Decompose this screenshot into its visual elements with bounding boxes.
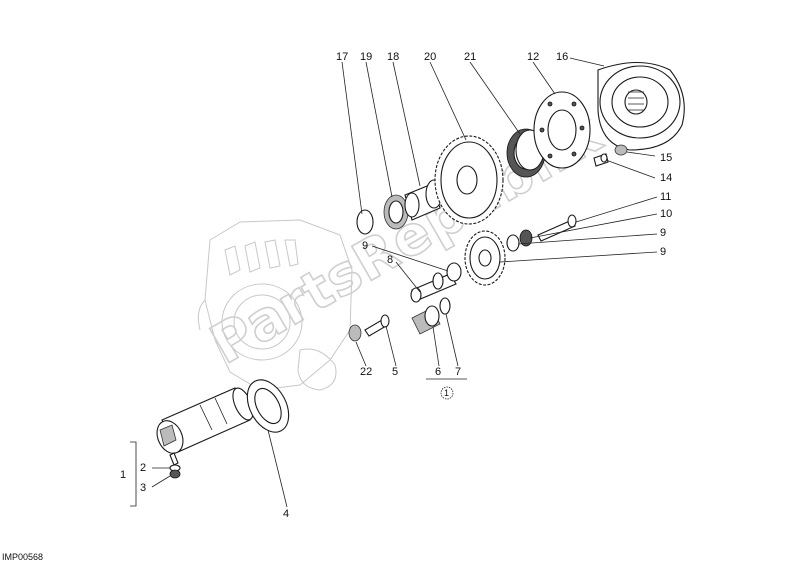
callout-5: 5 [392, 366, 398, 378]
needle-bearing [383, 194, 409, 230]
callout-18: 18 [387, 51, 399, 63]
washer-part [506, 234, 520, 252]
pin-part [593, 153, 609, 167]
callout-9-left: 9 [362, 240, 368, 252]
group-note-symbol: 1 [440, 386, 454, 400]
pinion-gear [411, 305, 441, 335]
callout-17: 17 [336, 51, 348, 63]
callout-19: 19 [360, 51, 372, 63]
idler-shaft [410, 272, 457, 303]
callout-labels: 17 19 18 20 21 12 16 15 14 11 10 9 9 9 8… [120, 51, 672, 520]
callout-8: 8 [387, 254, 393, 266]
starter-motor [156, 387, 254, 466]
washer-part [439, 297, 451, 315]
callout-22: 22 [360, 366, 372, 378]
callout-13: 12 [527, 51, 539, 63]
callout-11: 10 [660, 208, 672, 220]
bearing-part [348, 324, 362, 342]
callout-20: 20 [424, 51, 436, 63]
callout-7: 7 [455, 366, 461, 378]
screw-part [537, 214, 577, 242]
callout-12: 11 [660, 191, 671, 203]
group-note-number: 1 [444, 388, 449, 398]
callout-1: 1 [120, 469, 126, 481]
flywheel-housing [597, 62, 685, 151]
engine-case-outline [197, 219, 353, 391]
large-gear [434, 135, 504, 225]
intermediate-gear [464, 230, 506, 286]
callout-2: 2 [140, 462, 146, 474]
diagram-code: IMP00568 [2, 552, 43, 562]
nut-part [169, 469, 181, 479]
callout-21: 21 [464, 51, 476, 63]
leader-lines [130, 57, 658, 508]
washer-part [446, 262, 462, 282]
callout-15: 15 [660, 152, 672, 164]
callout-14: 14 [660, 172, 672, 184]
callout-3: 3 [140, 482, 146, 494]
bolt-part [364, 314, 390, 337]
callout-9-right: 9 [660, 227, 666, 239]
nut-part [614, 144, 628, 156]
gasket-ring [246, 379, 290, 433]
callout-10: 9 [660, 246, 666, 258]
washer-part [356, 209, 374, 235]
callout-4: 4 [283, 508, 289, 520]
callout-6: 6 [435, 366, 441, 378]
clutch-flange [533, 91, 591, 169]
callout-16: 16 [556, 51, 568, 63]
